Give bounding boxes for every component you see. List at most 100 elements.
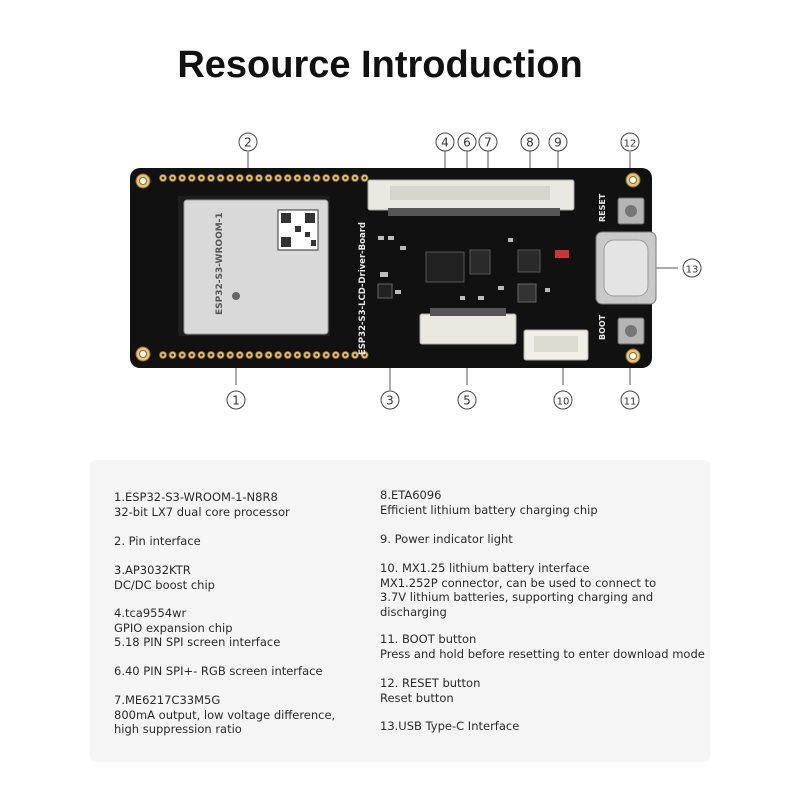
header-pin-hole [228,353,232,357]
header-pin-hole [267,176,270,180]
item-title: 11. BOOT button [380,632,477,646]
item-title: 6.40 PIN SPI+- RGB screen interface [114,664,323,678]
header-pin-hole [363,176,366,180]
item-title: 8.ETA6096 [380,488,442,502]
callout-number-8: 8 [526,136,534,150]
header-pin-hole [219,176,223,180]
callout-circle-2 [238,132,258,152]
list-item-3: 3.AP3032KTR DC/DC boost chip [114,563,215,592]
callout-number-3: 3 [386,394,394,408]
resource-list-panel: 1.ESP32-S3-WROOM-1-N8R8 32-bit LX7 dual … [90,460,710,762]
header-pin-hole [363,353,366,357]
item-desc: 3.7V lithium batteries, supporting charg… [380,590,654,604]
header-pin-hole [161,176,165,180]
reset-button-cap [625,205,637,217]
header-pin-hole [248,176,251,180]
list-item-9: 9. Power indicator light [380,532,513,547]
smd-components [378,236,550,300]
item-desc: Press and hold before resetting to enter… [380,646,705,661]
header-pin-hole [257,176,261,180]
board-diagram: ESP32-S3-WROOM-1 ESP32-S3-LCD-Driver-Boa… [130,132,702,410]
header-pin-hole [238,353,242,357]
header-pin-hole [315,353,318,357]
callout-circle-9 [548,132,568,152]
item-title: 2. Pin interface [114,534,201,548]
eta6096-chip [517,249,541,273]
callout-number-2: 2 [244,136,252,150]
item-desc: DC/DC boost chip [114,577,215,592]
header-pin-hole [180,176,184,180]
list-item-2: 2. Pin interface [114,534,201,549]
item-title: 5.18 PIN SPI screen interface [114,635,281,649]
board-label: ESP32-S3-LCD-Driver-Board [358,222,368,355]
header-pin-hole [209,353,213,357]
callout-circle-10 [553,390,573,410]
header-pin-hole [296,176,299,180]
header-pin-hole [190,176,194,180]
callout-number-12: 12 [624,139,637,150]
header-pin-hole [180,353,184,357]
callout-circle-11 [620,390,640,410]
header-pin-hole [344,176,347,180]
header-pin-hole [276,176,280,180]
item-desc: Efficient lithium battery charging chip [380,502,598,517]
list-item-12: 12. RESET button Reset button [380,676,480,705]
mounting-holes [135,172,641,364]
list-item-4: 4.tca9554wr GPIO expansion chip [114,606,233,635]
header-pin-hole [324,353,328,357]
list-item-10: 10. MX1.25 lithium battery interface MX1… [380,561,656,619]
header-pin-hole [267,353,270,357]
item-title: 7.ME6217C33M5G [114,693,221,707]
item-desc: Reset button [380,690,454,705]
header-pin-hole [161,353,165,357]
header-pin-hole [305,176,309,180]
header-pin-hole [200,176,203,180]
header-pin-hole [334,176,338,180]
list-item-11: 11. BOOT button Press and hold before re… [380,632,705,661]
header-pin-hole [219,353,223,357]
fpc-18pin-contacts [430,308,506,316]
item-title: 3.AP3032KTR [114,563,191,577]
list-item-5: 5.18 PIN SPI screen interface [114,635,280,650]
header-pin-hole [286,353,290,357]
callout-circle-3 [380,390,400,410]
boot-label: BOOT [598,314,607,340]
ldo-chip [469,249,491,275]
header-pin-hole [238,176,242,180]
fpc-40pin-contacts [388,208,560,216]
header-pin-hole [324,176,328,180]
power-led [555,250,569,258]
callout-circle-4 [435,132,455,152]
inductor [517,283,537,303]
item-desc: 32-bit LX7 dual core processor [114,504,290,519]
callout-number-10: 10 [557,397,570,408]
ap3032-chip [377,283,393,299]
callout-circle-1 [226,390,246,410]
tca9554-chip [425,251,465,283]
callout-circle-12 [620,132,640,152]
header-pin-hole [353,176,357,180]
usb-type-c-opening [603,239,649,297]
reset-label: RESET [598,193,607,222]
header-pin-hole [353,353,357,357]
callout-number-4: 4 [441,136,449,150]
pin-header-top [158,173,369,182]
header-pin-hole [171,353,175,357]
item-title: 13.USB Type-C Interface [380,719,520,733]
callout-circle-5 [457,390,477,410]
callout-circle-6 [457,132,477,152]
item-desc: 800mA output, low voltage difference, [114,707,336,722]
fpc-40pin-slot [390,186,550,200]
header-pin-hole [296,353,299,357]
item-desc: MX1.252P connector, can be used to conne… [380,575,657,590]
header-pin-hole [315,176,318,180]
header-pin-hole [228,176,232,180]
boot-button-cap [625,325,637,337]
header-pin-hole [209,176,213,180]
header-pin-hole [334,353,338,357]
list-item-6: 6.40 PIN SPI+- RGB screen interface [114,664,323,679]
callout-circle-13 [682,258,702,278]
callout-number-9: 9 [554,136,562,150]
list-item-7: 7.ME6217C33M5G 800mA output, low voltage… [114,693,335,737]
